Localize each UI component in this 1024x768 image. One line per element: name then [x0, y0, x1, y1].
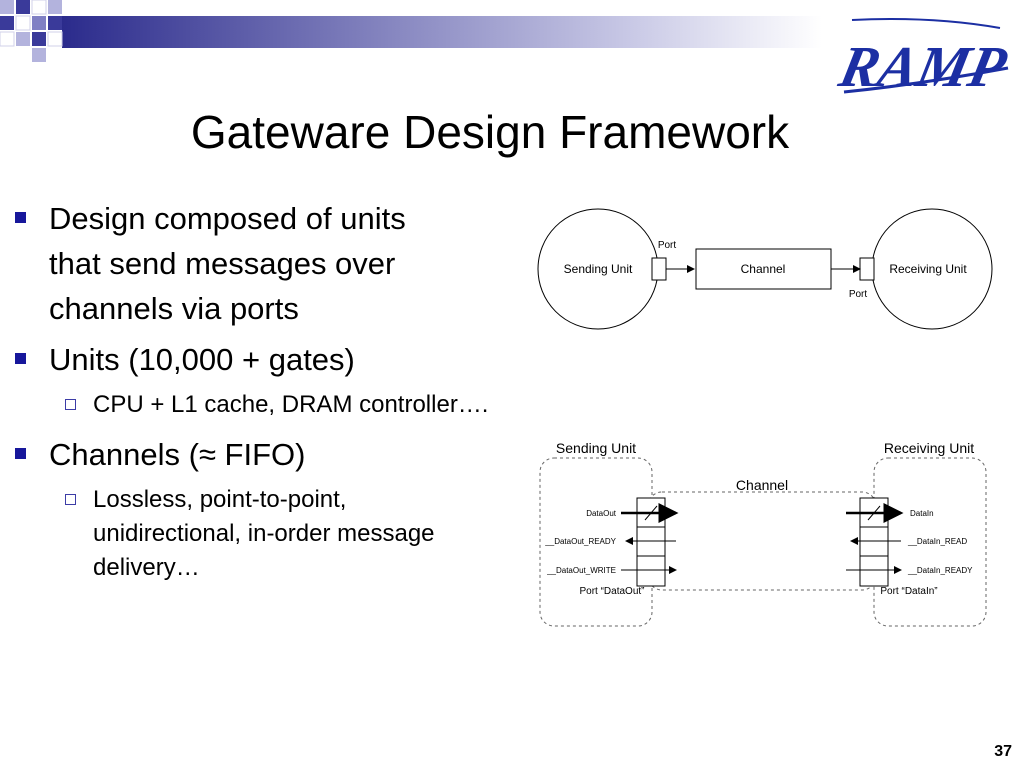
- channel-title: Channel: [736, 477, 788, 493]
- top-diagram: Sending Unit Channel Receiving Unit Port…: [537, 208, 993, 330]
- ramp-logo: RAMP: [833, 18, 1012, 98]
- square-bullet-icon: [15, 212, 26, 223]
- channel-label: Channel: [741, 262, 786, 276]
- header-squares: [0, 0, 63, 62]
- bullet-line: Design composed of units: [49, 201, 406, 236]
- signal-label: DataOut: [586, 509, 617, 518]
- port-label-bottom: Port: [849, 289, 868, 300]
- signal-label: DataIn: [910, 509, 934, 518]
- hollow-square-bullet-icon: [65, 399, 76, 410]
- receiving-port-box: [859, 257, 875, 281]
- bottom-diagram: Sending Unit Receiving Unit Channel Data…: [539, 440, 987, 627]
- sub-bullet-line: delivery…: [93, 554, 200, 581]
- bullet-item: Design composed of units that send messa…: [12, 196, 552, 331]
- sub-bullet-line: CPU + L1 cache, DRAM controller….: [93, 391, 489, 418]
- dataout-port-box: [636, 497, 666, 587]
- signal-label: __DataIn_READY: [907, 566, 973, 575]
- port-label-top: Port: [658, 240, 677, 251]
- channel-dashed-box: [647, 491, 877, 591]
- signal-label: __DataIn_READ: [907, 537, 967, 546]
- signal-label: __DataOut_WRITE: [546, 566, 616, 575]
- receiving-unit-label: Receiving Unit: [889, 262, 967, 276]
- channel-box: [695, 248, 832, 290]
- bullet-line: that send messages over: [49, 246, 396, 281]
- sub-bullet-line: Lossless, point-to-point,: [93, 486, 347, 513]
- sub-bullet-item: CPU + L1 cache, DRAM controller….: [12, 388, 552, 422]
- hollow-square-bullet-icon: [65, 494, 76, 505]
- sending-port-box: [651, 257, 667, 281]
- page-title: Gateware Design Framework: [190, 106, 790, 158]
- bullet-line: Units (10,000 + gates): [49, 342, 355, 377]
- square-bullet-icon: [15, 448, 26, 459]
- bullet-item: Channels (≈ FIFO): [12, 432, 552, 477]
- header-decoration: [0, 0, 822, 62]
- sub-bullet-line: unidirectional, in-order message: [93, 520, 435, 547]
- datain-port-box: [859, 497, 889, 587]
- datain-port-label: Port “DataIn”: [880, 586, 937, 597]
- bullet-item: Units (10,000 + gates): [12, 337, 552, 382]
- signal-label: __DataOut_READY: [544, 537, 616, 546]
- page-number: 37: [994, 743, 1012, 760]
- bullet-line: channels via ports: [49, 291, 299, 326]
- bullet-line: Channels (≈ FIFO): [49, 437, 306, 472]
- sending-unit-label: Sending Unit: [564, 262, 633, 276]
- receiving-unit-dashed-box: [873, 457, 987, 627]
- sub-bullet-item: Lossless, point-to-point, unidirectional…: [12, 483, 552, 585]
- receiving-unit-title: Receiving Unit: [884, 440, 974, 456]
- sending-unit-title: Sending Unit: [556, 440, 636, 456]
- logo-text: RAMP: [833, 35, 1012, 98]
- square-bullet-icon: [15, 353, 26, 364]
- dataout-port-label: Port “DataOut”: [579, 586, 644, 597]
- bullet-list: Design composed of units that send messa…: [12, 196, 552, 595]
